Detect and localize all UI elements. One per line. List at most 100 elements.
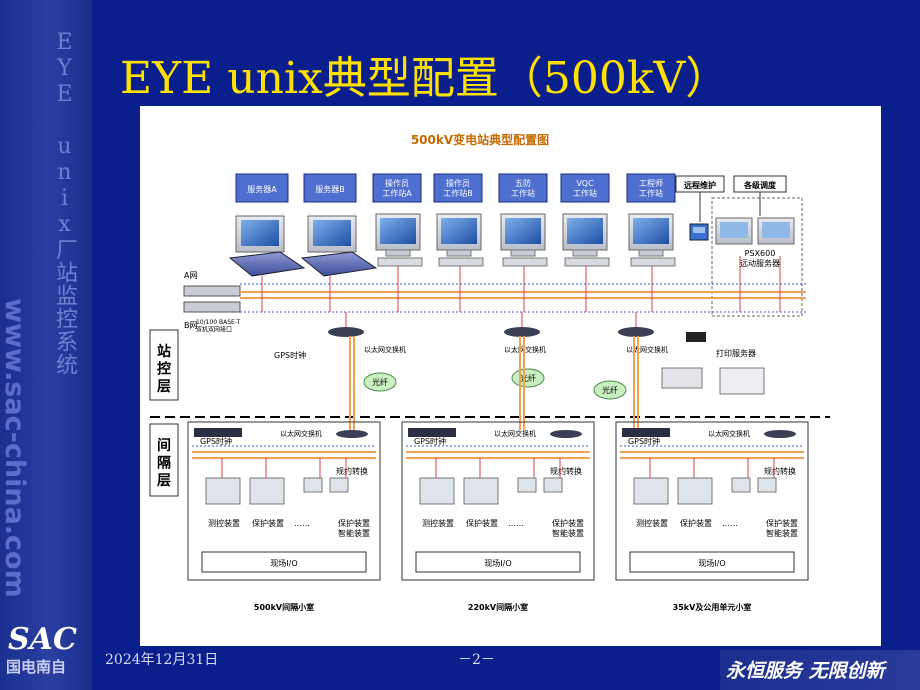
fiber-label-1: 光纤 [372,377,388,387]
bay-device [757,477,777,493]
field-io-box [629,551,795,573]
config-diagram: 500kV变电站典型配置图 服务器A 服务器B 操作员工作站A 操作员工作站B … [149,132,830,612]
prot-smart-label: 保护装置智能装置 [552,518,584,538]
bay-device [303,477,323,493]
logo-mark: SAC [8,622,77,657]
ws-box-text: 五防工作站 [511,178,535,198]
station-drops [261,256,781,312]
field-io-box [415,551,581,573]
logo-name: 国电南自 [6,658,67,676]
server-a [228,215,306,277]
protocol-conv-label: 规约转换 [550,466,582,476]
bay-device [249,477,285,505]
station-layer-box [149,329,179,401]
printer-icon [661,332,765,395]
slogan-band [720,650,920,690]
ws-box [498,173,548,203]
ws-box-text: 工程师工作站 [639,178,663,198]
bay-device [543,477,563,493]
bay-layer-label: 间隔层 [157,437,171,489]
prot-smart-label: 保护装置智能装置 [766,518,798,538]
gps-station-label: GPS时钟 [274,350,306,360]
ws-box [303,173,357,203]
remote-maint-label: 远程维护 [684,180,716,190]
bay-layer-box [149,423,179,497]
fiber-label-3: 光纤 [602,385,618,395]
bay-switch [336,430,368,438]
field-io-box [201,551,367,573]
measure-ctrl-label: 测控装置 [636,518,668,528]
network-hubs [183,285,241,313]
bay-device [463,477,499,505]
bay-device [419,477,455,505]
diagram-title: 500kV变电站典型配置图 [411,132,549,147]
protection-label: 保护装置 [680,518,712,528]
room-label: 500kV间隔小室 [254,602,314,612]
ws-box [372,173,422,203]
dispatch-label: 各级调度 [743,180,777,190]
bay-gps-label: GPS时钟 [200,436,232,446]
field-io-label: 现场I/O [698,559,725,568]
slide-title: EYE unix典型配置（500kV） [120,53,730,104]
protection-label: 保护装置 [466,518,498,528]
bay-device [205,477,241,505]
bay-gps-device [622,428,670,437]
slogan-text: 永恒服务 无限创新 [726,660,885,682]
bay-gps-label: GPS时钟 [628,436,660,446]
bay-device [633,477,669,505]
bay-switch-label: 以太网交换机 [708,429,750,438]
protocol-conv-label: 规约转换 [764,466,796,476]
vertical-system-title: EYE unix厂站监控系统 [52,30,77,376]
dots-label: …… [508,519,524,528]
bay-device [517,477,537,493]
net-a-label: A网 [184,271,197,280]
station-switches [328,327,654,337]
footer-date: 2024年12月31日 [105,652,219,668]
field-io-label: 现场I/O [270,559,297,568]
bay-switch [764,430,796,438]
ws-box [626,173,676,203]
diagram-panel: 500kV变电站典型配置图 服务器A 服务器B 操作员工作站A 操作员工作站B … [140,106,881,646]
fiber-callouts [363,368,627,400]
fiber-label-2: 光纤 [520,373,536,383]
ws-box-text: 服务器B [315,184,345,194]
ws-box [560,173,610,203]
protection-label: 保护装置 [252,518,284,528]
measure-ctrl-label: 测控装置 [422,518,454,528]
ws-box-text: 服务器A [247,184,277,194]
ws-box [433,173,483,203]
measure-ctrl-label: 测控装置 [208,518,240,528]
bay-gps-device [408,428,456,437]
ws-box [235,173,289,203]
bay-gps-label: GPS时钟 [414,436,446,446]
protocol-conv-label: 规约转换 [336,466,368,476]
server-b [300,215,378,277]
dots-label: …… [722,519,738,528]
psx600-server [715,217,795,245]
website-text: www.sac-china.com [0,298,30,598]
bay-device [731,477,751,493]
field-io-label: 现场I/O [484,559,511,568]
bay-room: GPS时钟以太网交换机规约转换测控装置保护装置……保护装置智能装置现场I/O22… [401,421,595,612]
left-band [0,0,92,690]
room-label: 35kV及公用单元小室 [673,602,752,612]
dots-label: …… [294,519,310,528]
bay-device [677,477,713,505]
company-logo: SAC 国电南自 [6,622,86,682]
fiber-lines [349,336,639,430]
print-server-label: 打印服务器 [716,348,756,358]
bay-switch [550,430,582,438]
net-b-label: B网 [184,321,198,330]
room-label: 220kV间隔小室 [468,602,528,612]
ws-box-text: 操作员工作站A [382,178,412,198]
prot-smart-label: 保护装置智能装置 [338,518,370,538]
bay-device [329,477,349,493]
bay-switch-label: 以太网交换机 [280,429,322,438]
